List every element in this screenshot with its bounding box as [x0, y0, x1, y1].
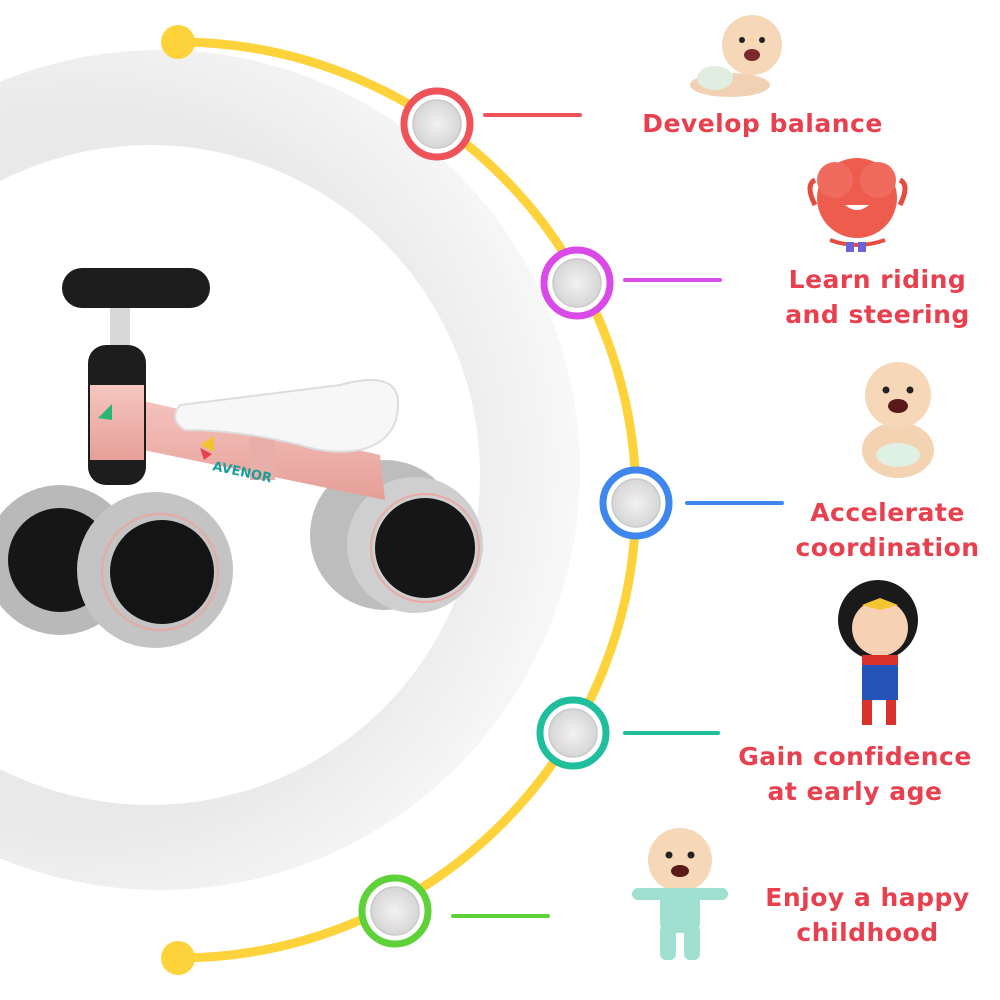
arc-end-dot — [161, 941, 195, 975]
superhero-girl-icon — [838, 580, 918, 725]
benefit-label-learn-riding: Learn riding and steering — [785, 265, 970, 329]
standing-baby-icon — [632, 828, 728, 960]
timeline-node-center — [552, 258, 602, 308]
sitting-baby-icon — [862, 362, 934, 478]
benefit-label-enjoy-childhood: Enjoy a happy childhood — [765, 883, 970, 947]
timeline-node-center — [412, 99, 462, 149]
happy-brain-icon — [807, 158, 908, 252]
benefit-label-accelerate-coordination: Accelerate coordination — [795, 498, 980, 562]
benefit-label-develop-balance: Develop balance — [642, 109, 883, 138]
timeline-node-center — [611, 478, 661, 528]
timeline-node-center — [370, 886, 420, 936]
benefit-label-gain-confidence: Gain confidence at early age — [738, 742, 972, 806]
timeline-node-center — [548, 708, 598, 758]
crawling-baby-icon — [690, 15, 782, 97]
balance-bike-image: AVENOR — [0, 268, 483, 648]
arc-start-dot — [161, 25, 195, 59]
